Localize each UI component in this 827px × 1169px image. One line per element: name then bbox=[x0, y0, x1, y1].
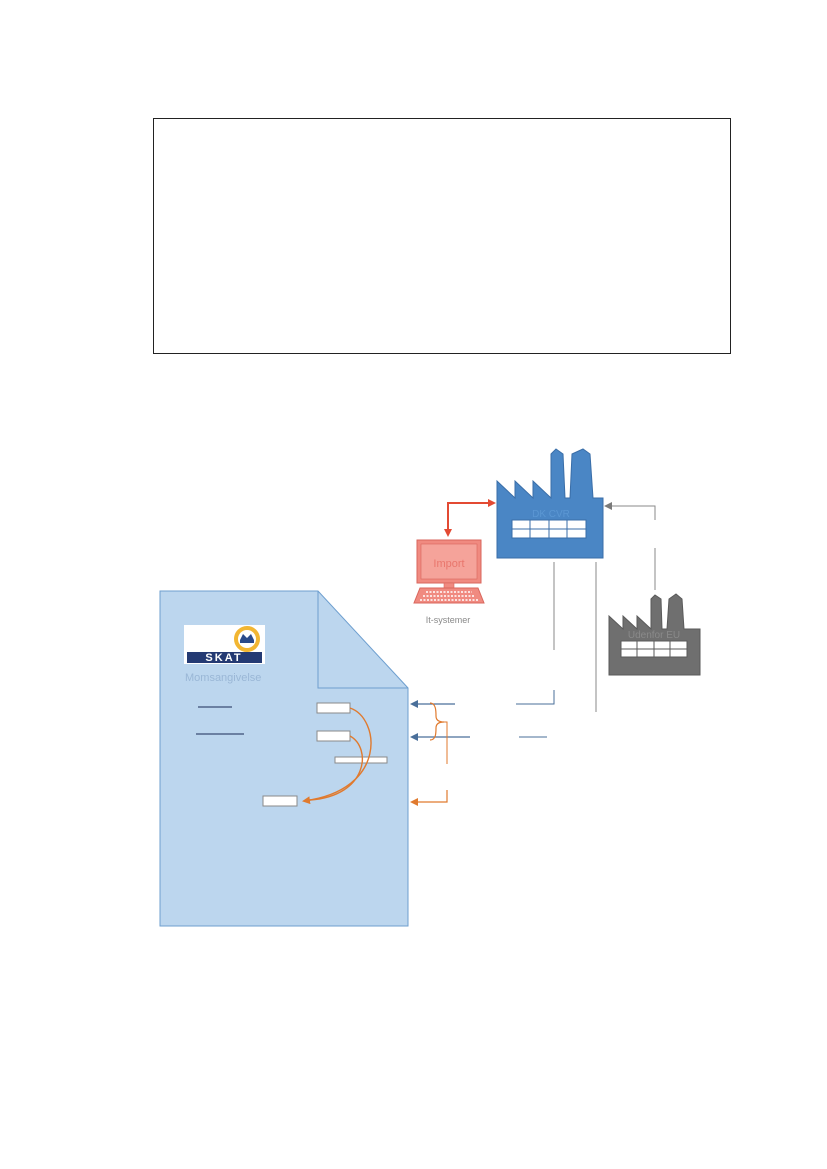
form-page-fold bbox=[317, 591, 408, 689]
connector-eu-to-dk-arrow bbox=[604, 502, 656, 520]
form-operator-box bbox=[334, 756, 388, 764]
it-systems-caption: It-systemer bbox=[426, 615, 471, 625]
keyboard-keys bbox=[420, 591, 478, 601]
factory-dk-label: DK CVR bbox=[532, 509, 570, 520]
form-field-1 bbox=[316, 702, 351, 714]
factory-outside-eu: Udenfor EU bbox=[608, 593, 701, 676]
factory-eu-windows bbox=[620, 640, 688, 658]
sum-curve-1 bbox=[302, 707, 372, 805]
monitor-stand bbox=[443, 582, 455, 589]
factory-dk-cvr: DK CVR bbox=[496, 448, 604, 559]
form-page bbox=[159, 590, 409, 927]
factory-eu-label: Udenfor EU bbox=[628, 630, 680, 641]
form-field-2 bbox=[316, 730, 351, 742]
sum-curve-2 bbox=[309, 735, 363, 801]
skat-logo: SKAT bbox=[184, 625, 265, 664]
orange-brace bbox=[429, 702, 445, 741]
vat-form-document: SKAT Momsangivelse bbox=[159, 590, 409, 927]
form-title: Momsangivelse bbox=[185, 672, 261, 684]
text-box bbox=[153, 118, 731, 354]
form-field-sum bbox=[262, 795, 298, 807]
arrow-into-sum bbox=[410, 790, 448, 806]
monitor-screen bbox=[420, 543, 478, 580]
connector-dk-left-down-2 bbox=[516, 690, 555, 705]
monitor-screen-label: Import bbox=[433, 558, 464, 570]
factory-dk-windows bbox=[511, 519, 587, 539]
orange-brace-connector bbox=[444, 721, 448, 764]
skat-logo-text: SKAT bbox=[205, 652, 242, 664]
it-systems-computer: Import It-systemer bbox=[413, 539, 485, 625]
connector-computer-dk bbox=[444, 499, 496, 537]
factory-dk-body bbox=[496, 448, 604, 559]
